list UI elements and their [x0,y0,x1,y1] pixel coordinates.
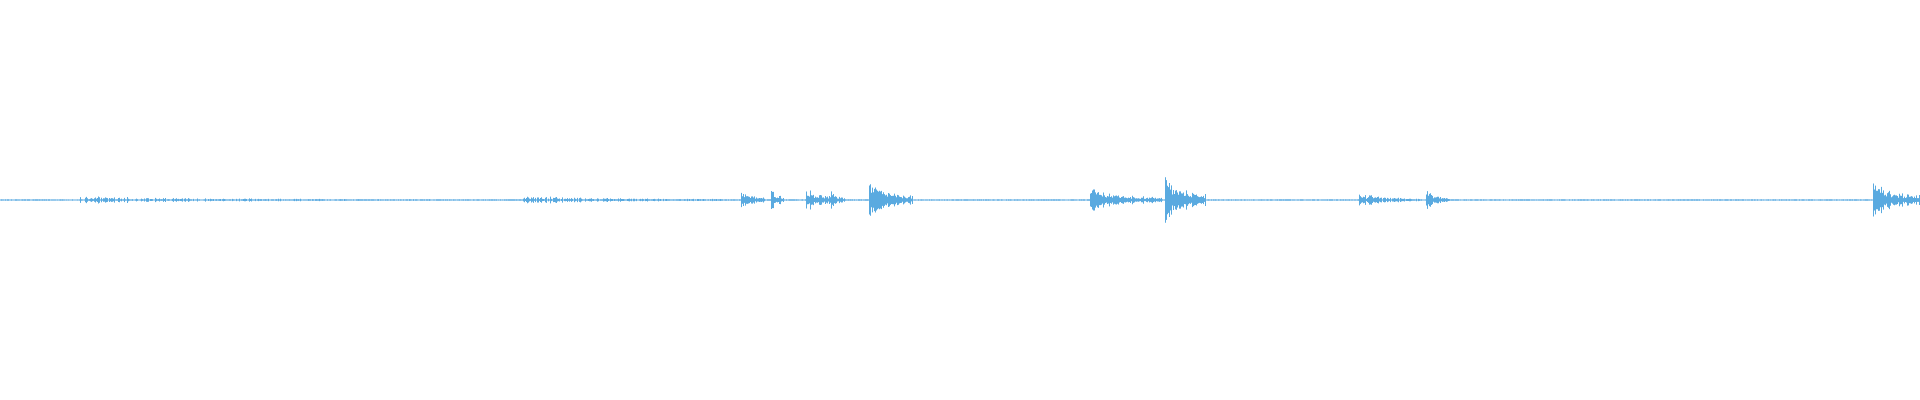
waveform-peaks [0,177,1920,223]
